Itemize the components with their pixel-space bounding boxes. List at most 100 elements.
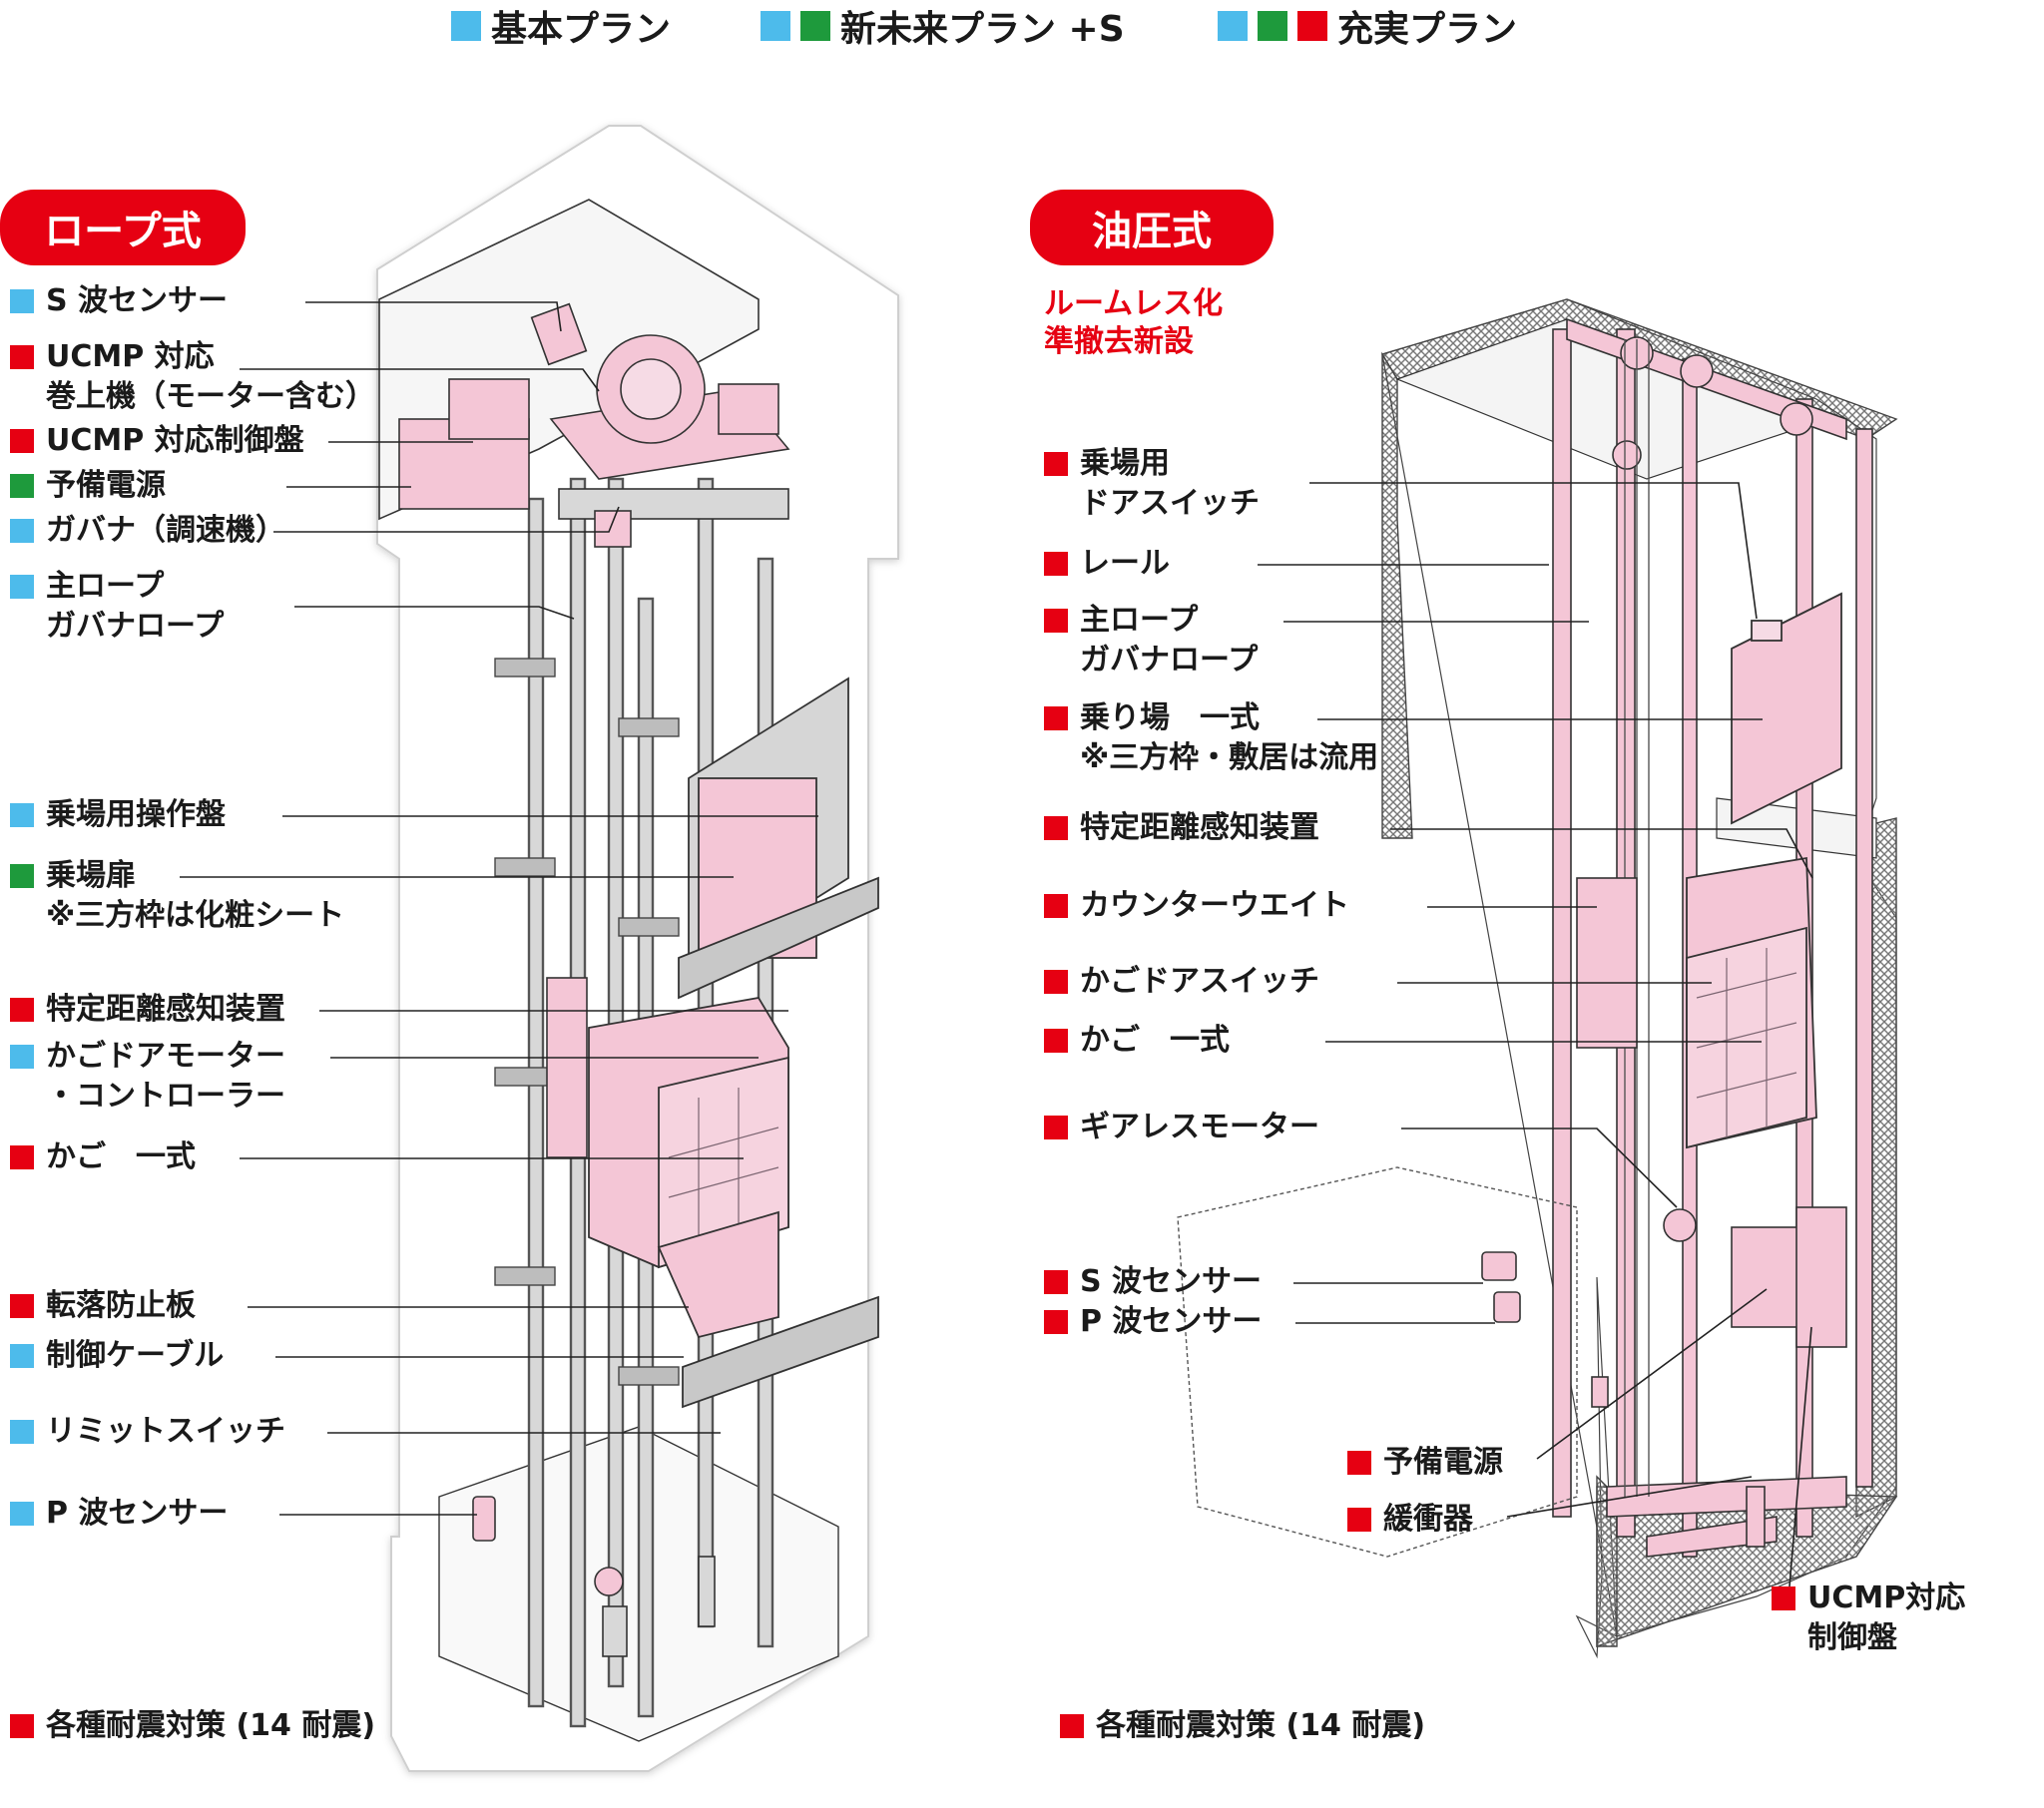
- label-text: 乗場扉 ※三方枠は化粧シート: [46, 858, 345, 933]
- plan-marker: [10, 429, 34, 453]
- legend-shinmirai: 新未来プラン +S: [761, 4, 1125, 50]
- hyd-label-landing-set: 乗り場 一式 ※三方枠・敷居は流用: [1044, 698, 1378, 778]
- legend-label: 基本プラン: [491, 9, 672, 50]
- plan-marker: [1044, 552, 1068, 576]
- plan-marker: [10, 998, 34, 1022]
- hyd-label-ucmp-control-panel: UCMP対応 制御盤: [1772, 1579, 1965, 1658]
- plan-marker: [10, 1714, 34, 1738]
- legend-label: 充実プラン: [1337, 9, 1518, 50]
- plan-marker: [1044, 706, 1068, 730]
- label-text: 緩衝器: [1383, 1502, 1473, 1537]
- plan-marker: [10, 1502, 34, 1526]
- plan-marker: [1044, 894, 1068, 918]
- label-text: ガバナ（調速機）: [46, 513, 285, 548]
- label-text: 予備電源: [46, 468, 166, 503]
- legend-swatch-red: [1297, 11, 1327, 41]
- hydraulic-shaft-illustration: [1177, 298, 1898, 1659]
- legend-swatch-green: [800, 11, 830, 41]
- hyd-label-backup-power: 予備電源: [1347, 1443, 1503, 1483]
- plan-legend: 基本プラン 新未来プラン +S 充実プラン: [0, 0, 2044, 60]
- legend-label: 新未来プラン +S: [840, 9, 1125, 50]
- plan-marker: [1044, 609, 1068, 633]
- plan-marker: [10, 575, 34, 599]
- leader-lines: [180, 301, 1813, 1587]
- rope-label-distance-sensor: 特定距離感知装置: [10, 990, 285, 1030]
- plan-marker: [10, 1045, 34, 1069]
- label-text: 乗り場 一式 ※三方枠・敷居は流用: [1080, 700, 1379, 775]
- label-text: 主ロープ ガバナロープ: [46, 569, 225, 644]
- plan-marker: [1044, 452, 1068, 476]
- rope-label-main-rope: 主ロープ ガバナロープ: [10, 567, 224, 647]
- plan-marker: [1044, 970, 1068, 994]
- plan-marker: [1347, 1451, 1371, 1475]
- rope-label-car-set: かご 一式: [10, 1137, 196, 1177]
- rope-label-ucmp-control-panel: UCMP 対応制御盤: [10, 421, 304, 461]
- legend-juujitsu: 充実プラン: [1218, 4, 1517, 50]
- label-text: リミットスイッチ: [46, 1414, 285, 1449]
- label-text: 制御ケーブル: [46, 1338, 225, 1373]
- plan-marker: [10, 864, 34, 888]
- label-text: レール: [1080, 546, 1170, 581]
- plan-marker: [10, 803, 34, 827]
- plan-marker: [1347, 1508, 1371, 1532]
- label-text: かごドアモーター ・コントローラー: [46, 1039, 285, 1114]
- label-text: 乗場用 ドアスイッチ: [1080, 446, 1260, 521]
- rope-label-ucmp-hoist: UCMP 対応 巻上機（モーター含む）: [10, 337, 375, 417]
- hyd-label-car-door-switch: かごドアスイッチ: [1044, 962, 1319, 1002]
- plan-marker: [10, 1294, 34, 1318]
- hyd-label-hall-door-switch: 乗場用 ドアスイッチ: [1044, 444, 1260, 524]
- hydraulic-type-badge: 油圧式: [1030, 190, 1274, 265]
- hyd-label-s-wave-sensor: S 波センサー: [1044, 1262, 1262, 1302]
- legend-swatch-blue: [761, 11, 790, 41]
- label-text: P 波センサー: [1080, 1304, 1263, 1339]
- plan-marker: [1044, 1029, 1068, 1053]
- rope-label-limit-switch: リミットスイッチ: [10, 1412, 285, 1452]
- footer-text: 各種耐震対策 (14 耐震): [1096, 1708, 1426, 1743]
- label-text: 特定距離感知装置: [46, 992, 285, 1027]
- rope-label-p-wave-sensor: P 波センサー: [10, 1494, 228, 1534]
- hyd-label-distance-sensor: 特定距離感知装置: [1044, 808, 1319, 848]
- hyd-label-buffer: 緩衝器: [1347, 1500, 1473, 1540]
- label-text: 予備電源: [1383, 1445, 1503, 1480]
- label-text: P 波センサー: [46, 1496, 229, 1531]
- legend-swatch-green: [1258, 11, 1287, 41]
- label-text: 主ロープ ガバナロープ: [1080, 603, 1259, 678]
- hyd-label-counterweight: カウンターウエイト: [1044, 886, 1349, 926]
- plan-marker: [1772, 1586, 1795, 1610]
- rope-label-backup-power: 予備電源: [10, 466, 166, 506]
- label-text: カウンターウエイト: [1080, 888, 1349, 923]
- label-text: かごドアスイッチ: [1080, 964, 1319, 999]
- rope-label-control-cable: 制御ケーブル: [10, 1336, 224, 1376]
- plan-marker: [10, 1420, 34, 1444]
- plan-marker: [10, 289, 34, 313]
- legend-basic: 基本プラン: [451, 4, 671, 50]
- label-text: 乗場用操作盤: [46, 797, 226, 832]
- label-text: 転落防止板: [46, 1288, 196, 1323]
- rope-footer: 各種耐震対策 (14 耐震): [10, 1706, 375, 1746]
- plan-marker: [10, 1145, 34, 1169]
- plan-marker: [1060, 1714, 1084, 1738]
- legend-swatch-blue: [451, 11, 481, 41]
- rope-label-car-door-motor: かごドアモーター ・コントローラー: [10, 1037, 285, 1117]
- plan-marker: [10, 474, 34, 498]
- rope-label-hall-door: 乗場扉 ※三方枠は化粧シート: [10, 856, 344, 936]
- rope-label-hall-panel: 乗場用操作盤: [10, 795, 226, 835]
- hyd-label-p-wave-sensor: P 波センサー: [1044, 1302, 1262, 1342]
- label-text: S 波センサー: [46, 283, 229, 318]
- label-text: UCMP 対応 巻上機（モーター含む）: [46, 339, 375, 414]
- plan-marker: [1044, 1270, 1068, 1294]
- plan-marker: [1044, 816, 1068, 840]
- label-text: UCMP 対応制御盤: [46, 423, 304, 458]
- plan-marker: [1044, 1116, 1068, 1139]
- roomless-note: ルームレス化 準撤去新設: [1044, 286, 1224, 359]
- rope-label-s-wave-sensor: S 波センサー: [10, 281, 228, 321]
- label-text: かご 一式: [46, 1139, 196, 1174]
- hyd-label-gearless-motor: ギアレスモーター: [1044, 1108, 1319, 1147]
- rope-type-badge: ロープ式: [0, 190, 246, 265]
- label-text: ギアレスモーター: [1080, 1110, 1319, 1144]
- rope-label-toe-guard: 転落防止板: [10, 1286, 196, 1326]
- legend-swatch-blue: [1218, 11, 1248, 41]
- label-text: かご 一式: [1080, 1023, 1230, 1058]
- footer-text: 各種耐震対策 (14 耐震): [46, 1708, 376, 1743]
- plan-marker: [10, 345, 34, 369]
